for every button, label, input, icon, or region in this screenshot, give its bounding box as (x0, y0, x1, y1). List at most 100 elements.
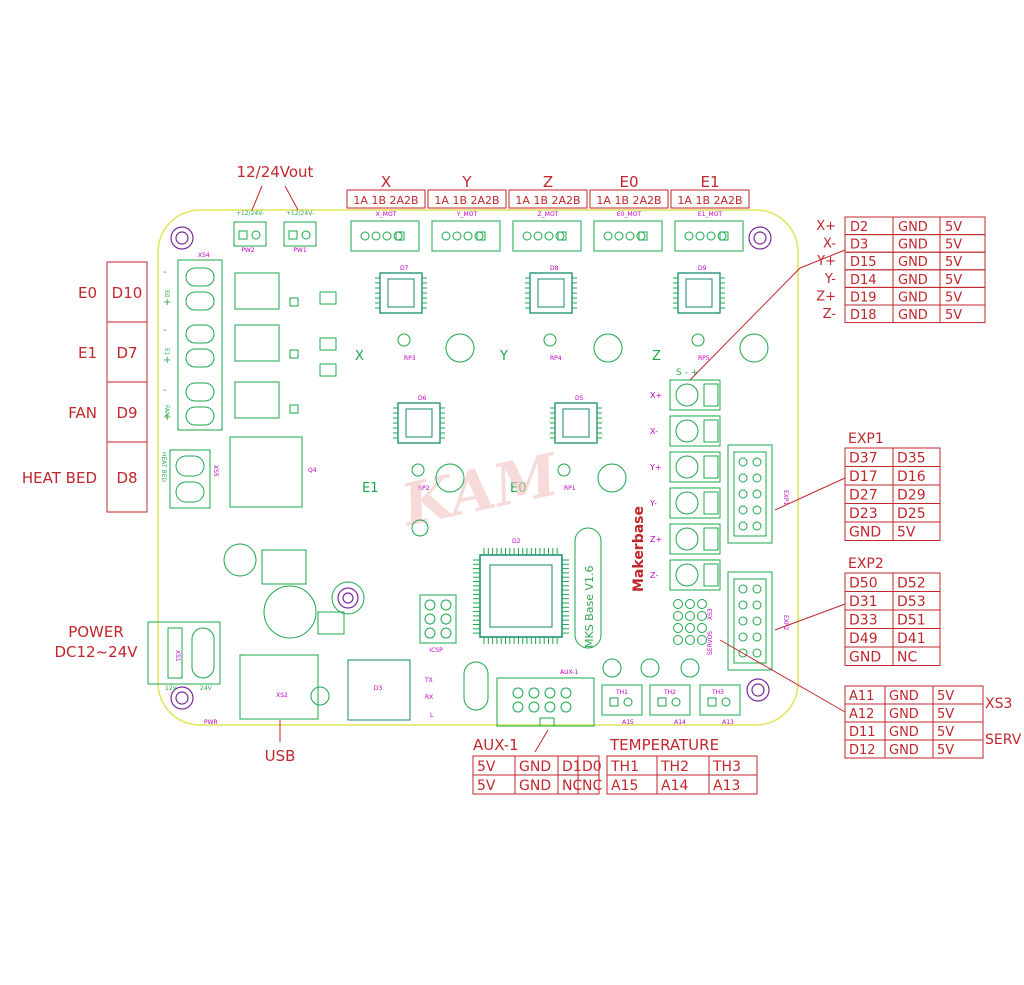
aux1-cell-r0-c1: GND (519, 759, 551, 775)
aux1-silk: AUX-1 (560, 669, 578, 676)
exp2-connector (727, 571, 773, 671)
motor-0-connector (350, 220, 420, 252)
endstop-0-gnd: GND (898, 220, 928, 235)
exp1-silk: EXP1 (782, 490, 789, 506)
power-line2: DC12~24V (54, 643, 138, 661)
xs3-cell-r1-c2: 5V (937, 707, 954, 722)
pw2-label: PW2 (241, 247, 255, 254)
endstop-2-gnd: GND (898, 255, 928, 270)
motor-3-connector (593, 220, 663, 252)
motor-4-name: E1 (700, 173, 719, 191)
exp1-cell-r3-c0: D23 (849, 506, 878, 522)
power-conn-label: XS1 (174, 650, 181, 662)
temp-cell-r0-c1: TH2 (660, 759, 689, 775)
temp-cell-r1-c2: A13 (713, 778, 740, 794)
endstop-1-axis: X- (823, 237, 836, 252)
exp2-cell-r1-c0: D31 (849, 594, 878, 610)
power-line1: POWER (68, 623, 124, 641)
endstop-1-pin: D3 (850, 238, 868, 253)
reg-label: D3 (374, 685, 383, 692)
pw1-pin-label: +12/24V- (286, 210, 314, 217)
xs4-fan-silk: FAN (163, 405, 170, 417)
aux1-cell-r1-c1: GND (519, 778, 551, 794)
endstop-3-vcc: 5V (945, 273, 962, 288)
svg-text:+: + (163, 355, 171, 366)
xs3-cell-r1-c0: A12 (849, 707, 874, 722)
usb-conn-label: XS2 (276, 692, 288, 699)
motor-4-pins: 1A 1B 2A2B (677, 194, 742, 207)
temp-cell-r1-c0: A15 (611, 778, 638, 794)
motor-0-name: X (381, 173, 391, 191)
endstop-0-axis: X+ (816, 219, 836, 234)
th2-silk: TH2 (663, 689, 676, 696)
endstop-5-pin: D18 (850, 308, 877, 323)
motor-1-pins: 1A 1B 2A2B (434, 194, 499, 207)
brand: Makerbase (631, 506, 647, 592)
svg-text:-: - (163, 385, 167, 396)
endstop-0-vcc: 5V (945, 220, 962, 235)
pot-3-label: RP2 (418, 485, 430, 492)
exp1-title: EXP1 (848, 431, 884, 447)
servos-silk: SERVOS (707, 631, 714, 655)
temp-cell-r0-c0: TH1 (610, 759, 639, 775)
mounting-holes (170, 226, 772, 710)
xs3-side: SERV (985, 732, 1022, 748)
xs3-cell-r2-c2: 5V (937, 725, 954, 740)
endstop-silk-4: Z+ (650, 535, 662, 544)
endstop-silk-5: Z- (650, 571, 658, 580)
endstop-lead (799, 249, 846, 269)
xs3-cell-r0-c2: 5V (937, 689, 954, 704)
endstop-silk-2: Y+ (649, 463, 662, 472)
endstop-connectors: X+X-Y+Y-Z+Z- (649, 379, 721, 591)
pw1-connector (283, 221, 317, 247)
exp1-cell-r1-c0: D17 (849, 469, 878, 485)
xs3-cell-r0-c0: A11 (849, 689, 874, 704)
endstop-silk-3: Y- (649, 499, 657, 508)
svg-text:+: + (163, 297, 171, 308)
xs3-cell-r1-c1: GND (889, 707, 919, 722)
silk-24v: 24V (200, 685, 213, 692)
temp-cell-r1-c1: A14 (661, 778, 688, 794)
exp2-cell-r0-c0: D50 (849, 576, 878, 592)
endstop-1-gnd: GND (898, 238, 928, 253)
driver-1-label: D8 (550, 265, 559, 272)
endstop-5-gnd: GND (898, 308, 928, 323)
a15-silk: A15 (622, 719, 634, 726)
endstop-pin-silk: S - + (676, 368, 698, 378)
silk-12v: 12V (165, 685, 178, 692)
icsp-header (419, 594, 457, 644)
xs3-cell-r2-c0: D11 (849, 725, 876, 740)
svg-text:-: - (163, 325, 167, 336)
q4-label: Q4 (308, 467, 317, 474)
svg-text:+: + (163, 412, 171, 423)
xs3-cell-r0-c1: GND (889, 689, 919, 704)
axis-silk-1: Y (499, 349, 508, 364)
vout-lead-left (251, 185, 263, 211)
aux1-cell-r0-c2: D1 (562, 759, 582, 775)
motor-4-connector (674, 220, 744, 252)
exp1-cell-r1-c1: D16 (897, 469, 926, 485)
board-name-oval (574, 527, 602, 649)
axis-silk-2: Z (652, 349, 661, 364)
pot-4-label: RP1 (564, 485, 576, 492)
power-connector (147, 621, 221, 685)
output-3-pin: D8 (116, 469, 137, 487)
endstop-5-vcc: 5V (945, 308, 962, 323)
motor-0-pin-box (346, 189, 426, 209)
endstop-3-pin: D14 (850, 273, 877, 288)
th1-connector (601, 684, 643, 716)
temp-cell-r0-c2: TH3 (712, 759, 741, 775)
endstop-silk-1: X- (650, 427, 658, 436)
aux1-cell-r1-c0: 5V (477, 778, 496, 794)
exp1-cell-r0-c0: D37 (849, 451, 878, 467)
motor-2-pins: 1A 1B 2A2B (515, 194, 580, 207)
driver-4-label: D5 (575, 395, 584, 402)
endstop-2-axis: Y+ (816, 254, 836, 269)
xs3-cell-r3-c0: D12 (849, 743, 876, 758)
exp2-cell-r3-c0: D49 (849, 631, 878, 647)
